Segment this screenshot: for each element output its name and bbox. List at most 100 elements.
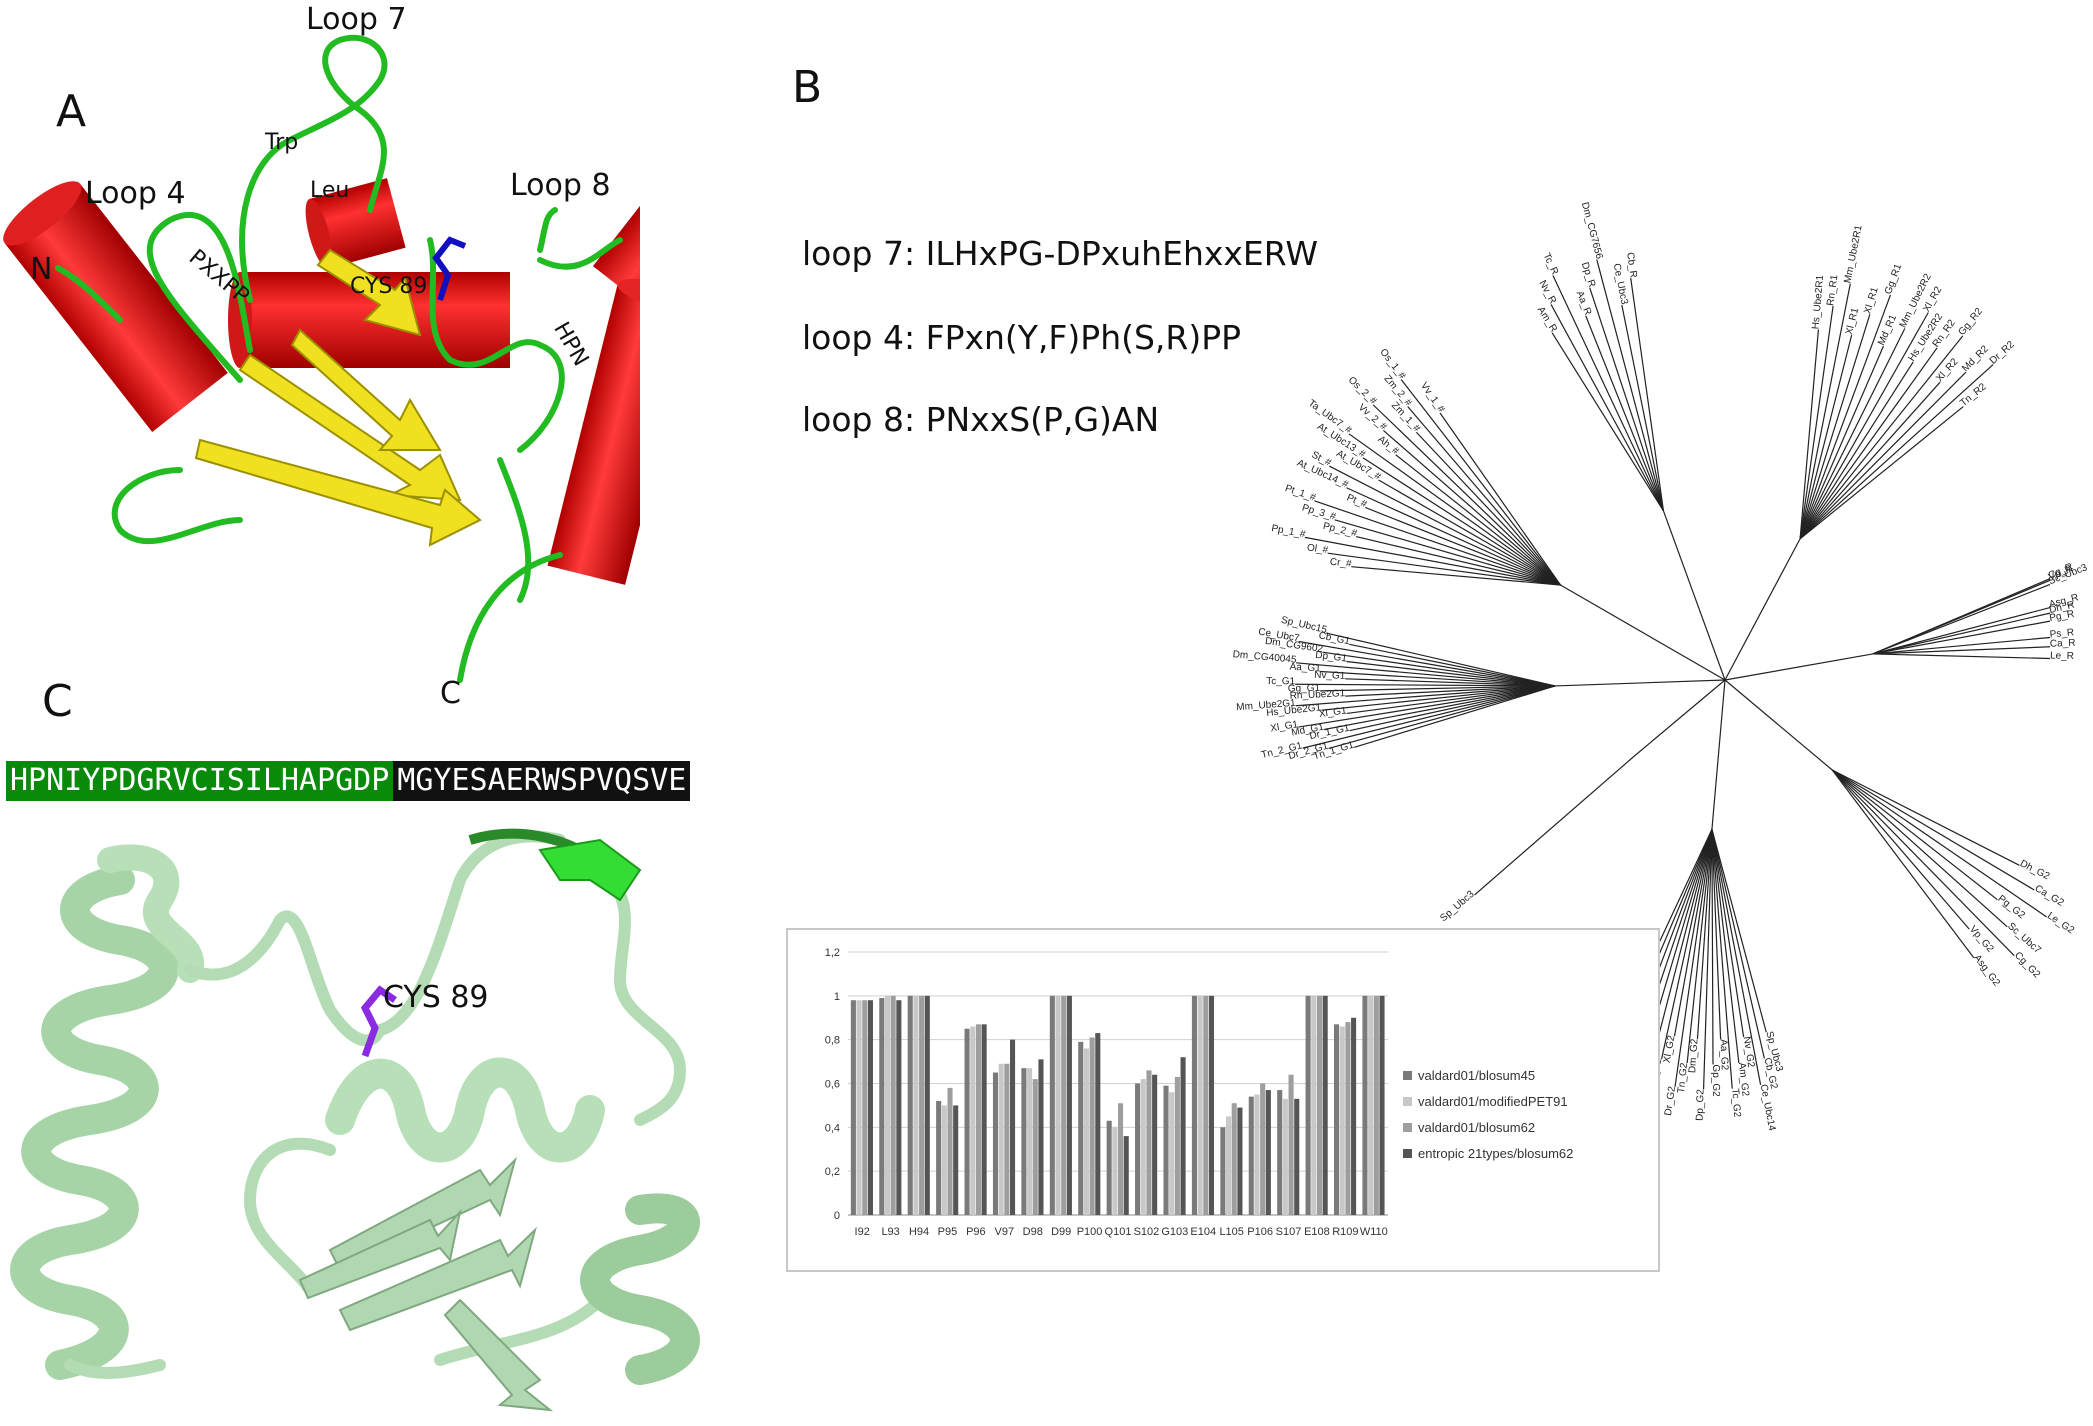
tree-branch: [1799, 329, 1820, 539]
tree-leaf-label: Vv_2_#: [1356, 402, 1389, 433]
bar: [1322, 995, 1328, 1215]
x-tick-label: D99: [1051, 1226, 1071, 1238]
tree-leaf-label: Tc_R: [1541, 251, 1561, 276]
legend-label: entropic 21types/blosum62: [1418, 1146, 1573, 1161]
tree-leaf-label: Xl_R1: [1862, 286, 1881, 316]
motif-loop7: loop 7: ILHxPG-DPxuhEhxxERW: [802, 234, 1318, 273]
bar: [1237, 1107, 1243, 1215]
x-tick-label: E104: [1190, 1226, 1216, 1238]
y-tick-label: 0,2: [825, 1166, 840, 1178]
label-trp: Trp: [265, 130, 299, 155]
bar: [1288, 1074, 1294, 1215]
tree-branch: [1799, 381, 1941, 540]
helix-top-left-c: [97, 844, 204, 983]
legend-label: valdard01/modifiedPET91: [1418, 1094, 1568, 1109]
bar: [964, 1028, 970, 1215]
x-tick-label: V97: [995, 1226, 1015, 1238]
bar: [975, 1024, 981, 1215]
tree-branch: [1585, 315, 1664, 512]
tree-branch: [1799, 334, 1853, 539]
tree-leaf-label: Dp_G2: [1695, 1089, 1707, 1121]
bar: [919, 995, 925, 1215]
tree-branch: [1325, 632, 1556, 687]
bar: [1345, 1022, 1351, 1215]
tree-branch: [1354, 685, 1556, 748]
tree-branch: [1799, 361, 1914, 540]
bar: [1311, 995, 1317, 1215]
x-tick-label: L93: [881, 1226, 899, 1238]
tree-branch: [1348, 433, 1561, 586]
tree-branch: [1346, 660, 1556, 687]
tree-leaf-label: Dr_G2: [1663, 1085, 1678, 1116]
bar: [907, 995, 913, 1215]
tree-leaf-label: Ce_Ubc14: [1758, 1083, 1778, 1132]
bar: [936, 1101, 942, 1215]
tree-leaf-label: Cb_R: [1624, 252, 1638, 279]
bar: [1334, 1024, 1340, 1215]
tree-branch: [1400, 379, 1561, 586]
tree-branch: [1831, 769, 2048, 918]
bar: [1021, 1068, 1027, 1215]
label-leu: Leu: [310, 178, 350, 203]
x-tick-label: E108: [1304, 1226, 1330, 1238]
tree-branch: [1296, 662, 1556, 687]
bar: [1004, 1063, 1010, 1215]
panel-label-b: B: [792, 62, 823, 113]
tree-branch: [1799, 364, 1994, 540]
tree-branch: [1831, 769, 1970, 930]
tree-branch: [1324, 685, 1556, 731]
label-n-terminus: N: [30, 252, 53, 287]
tree-branch: [1872, 620, 2051, 655]
bar: [1226, 1116, 1232, 1215]
cys-89-stick-c: [360, 985, 397, 1058]
bar: [1339, 1026, 1345, 1215]
tree-branch: [1702, 829, 1713, 1090]
x-tick-label: S102: [1134, 1226, 1160, 1238]
tree-leaf-label: Asg_G2: [1971, 953, 2002, 989]
tree-branch: [1407, 406, 1561, 586]
tree-branch: [1298, 685, 1556, 728]
bar: [1379, 995, 1385, 1215]
tree-branch: [1872, 583, 2051, 655]
helix-right-long: [547, 278, 640, 585]
x-tick-label: P100: [1077, 1226, 1103, 1238]
tree-branch: [1799, 328, 1906, 539]
tree-branch: [1711, 829, 1745, 1038]
bar: [1294, 1098, 1300, 1215]
tree-branch: [1831, 769, 2008, 928]
x-tick-label: P106: [1247, 1226, 1273, 1238]
motif-loop8: loop 8: PNxxS(P,G)AN: [802, 400, 1160, 439]
helix-left-c: [10, 865, 179, 1380]
cys-89-stick: [432, 236, 467, 301]
tree-branch: [1632, 679, 1726, 758]
bar: [1078, 1041, 1084, 1215]
sequence-bar: HPNIYPDGRVCISILHAPGDP MGYESAERWSPVQSVE: [6, 761, 691, 801]
tree-leaf-label: Dr_R2: [1988, 339, 2017, 367]
tree-branch: [1345, 678, 1556, 687]
legend-label: valdard01/blosum62: [1418, 1120, 1535, 1135]
bar: [941, 1105, 947, 1215]
tree-leaf-label: Tc_G2: [1729, 1088, 1742, 1118]
legend-swatch: [1403, 1149, 1412, 1158]
tree-leaf-label: Dp_R: [1579, 261, 1597, 289]
tree-branch: [1345, 685, 1556, 697]
bar: [1362, 995, 1368, 1215]
tree-branch: [1321, 685, 1556, 711]
tree-leaf-label: Tn_G2: [1676, 1062, 1690, 1094]
bar: [1169, 1092, 1175, 1215]
tree-leaf-label: Md_R1: [1876, 313, 1899, 347]
tree-leaf-label: Cg_G2: [2012, 950, 2042, 981]
tree-branch: [1831, 769, 2015, 957]
tree-branch: [1799, 406, 1964, 540]
helix-left: [3, 181, 228, 432]
tree-branch: [1711, 679, 1726, 830]
bar: [1203, 995, 1209, 1215]
tree-branch: [1799, 314, 1871, 539]
label-cys89-a: CYS 89: [350, 274, 428, 299]
tree-branch: [1630, 278, 1665, 511]
bar: [913, 995, 919, 1215]
tree-branch: [1872, 607, 2051, 655]
x-tick-label: I92: [855, 1226, 870, 1238]
bar: [890, 995, 896, 1215]
